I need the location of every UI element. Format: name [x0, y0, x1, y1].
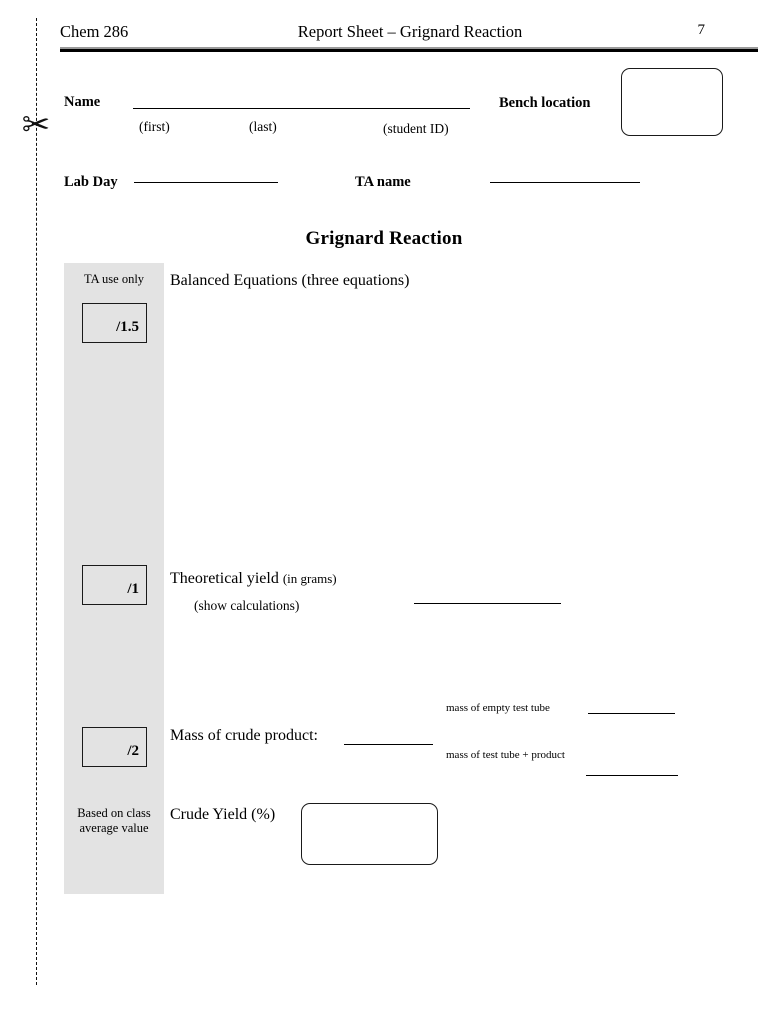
header-rule-thin [60, 47, 758, 49]
student-id-caption: (student ID) [383, 121, 449, 136]
page-number: 7 [697, 22, 706, 38]
header-double-rule [60, 47, 758, 52]
page-title: Report Sheet – Grignard Reaction [297, 22, 523, 41]
score-box-crude-product[interactable]: /2 [82, 727, 147, 767]
balanced-equations-label: Balanced Equations (three equations) [170, 272, 410, 289]
first-name-caption: (first) [139, 119, 170, 134]
ta-column-footer-note-line1: Based on class [77, 806, 151, 820]
theoretical-yield-label-units: (in grams) [282, 571, 337, 586]
lab-day-label: Lab Day [64, 174, 118, 190]
theoretical-yield-input-line[interactable] [414, 603, 561, 604]
lab-day-input-line[interactable] [134, 182, 278, 183]
ta-name-label: TA name [355, 174, 411, 190]
page-header: Chem 286 Report Sheet – Grignard Reactio… [60, 22, 760, 44]
theoretical-yield-show-calculations: (show calculations) [194, 598, 300, 613]
experiment-title: Grignard Reaction [305, 228, 463, 249]
tube-plus-product-input-line[interactable] [586, 775, 678, 776]
score-box-balanced-equations-value: /1.5 [116, 319, 139, 335]
header-rule-thick [60, 49, 758, 52]
ta-name-input-line[interactable] [490, 182, 640, 183]
name-label: Name [64, 94, 101, 110]
ta-use-only-heading: TA use only [83, 272, 145, 286]
name-input-line[interactable] [133, 108, 470, 109]
course-code: Chem 286 [60, 22, 129, 41]
score-box-balanced-equations[interactable]: /1.5 [82, 303, 147, 343]
score-box-crude-product-value: /2 [127, 743, 139, 759]
theoretical-yield-label: Theoretical yield (in grams) [170, 570, 337, 588]
last-name-caption: (last) [249, 119, 277, 134]
tube-plus-product-label: mass of test tube + product [446, 749, 565, 761]
bench-location-box[interactable] [621, 68, 723, 136]
ta-column-footer-note-line2: average value [79, 821, 149, 835]
cut-guide-dashed-line [36, 18, 37, 985]
score-box-theoretical-yield[interactable]: /1 [82, 565, 147, 605]
empty-test-tube-label: mass of empty test tube [446, 702, 550, 714]
theoretical-yield-label-main: Theoretical yield [170, 570, 279, 587]
bench-location-label: Bench location [499, 95, 591, 111]
score-box-theoretical-yield-value: /1 [127, 581, 139, 597]
crude-yield-box[interactable] [301, 803, 438, 865]
scissors-icon: ✂ [21, 107, 51, 144]
crude-yield-label: Crude Yield (%) [170, 806, 276, 823]
crude-product-label: Mass of crude product: [170, 727, 318, 744]
crude-product-input-line[interactable] [344, 744, 433, 745]
empty-test-tube-input-line[interactable] [588, 713, 675, 714]
